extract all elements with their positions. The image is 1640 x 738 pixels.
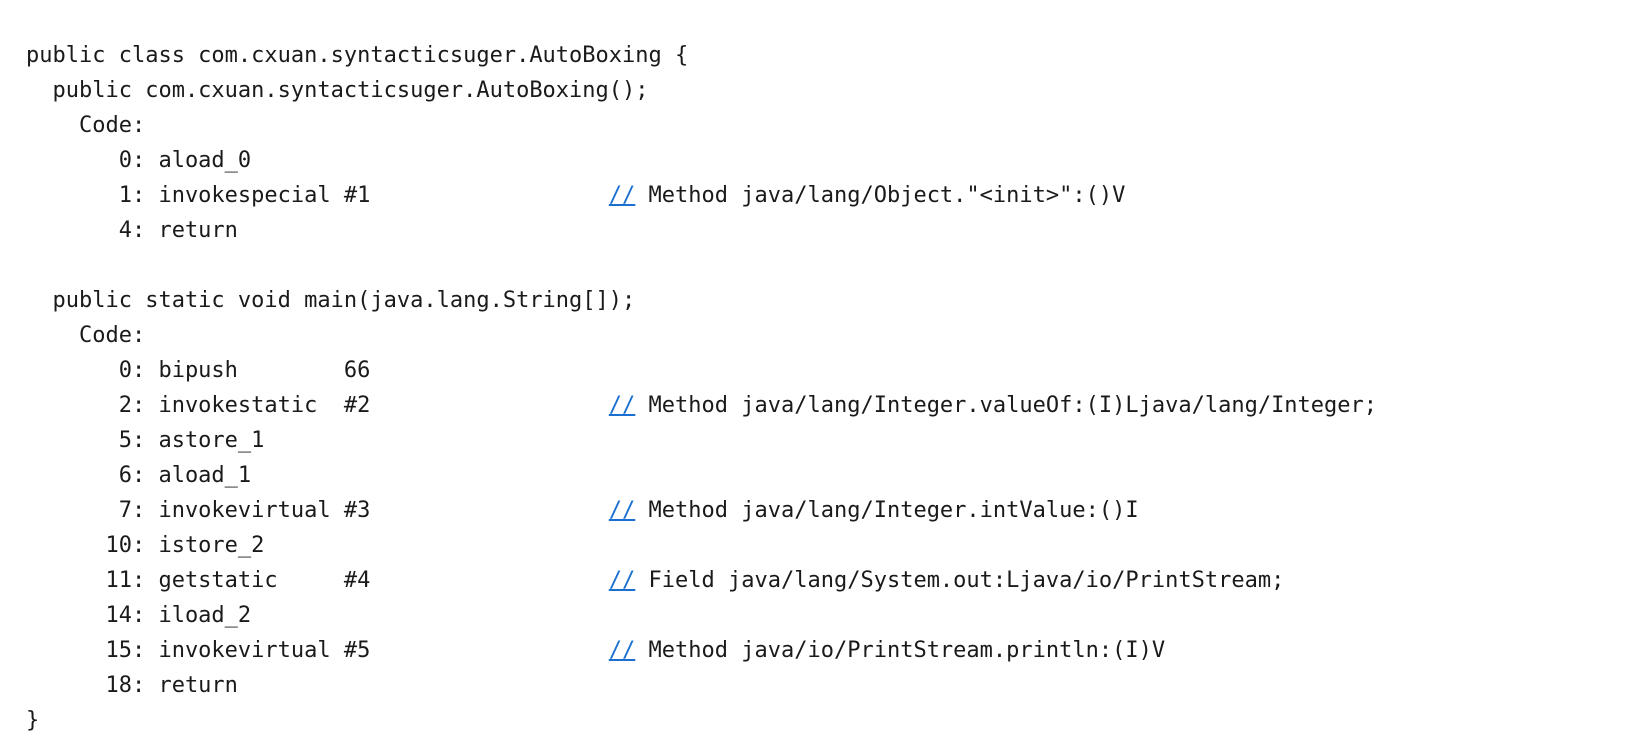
code-text: Code: xyxy=(26,113,146,138)
code-line: 0: bipush 66 xyxy=(26,353,1377,388)
code-line: 0: aload_0 xyxy=(26,143,1377,178)
comment-text: Method java/lang/Object."<init>":()V xyxy=(635,183,1126,208)
code-line: 1: invokespecial #1 // Method java/lang/… xyxy=(26,178,1377,213)
comment-text: Method java/io/PrintStream.println:(I)V xyxy=(635,638,1166,663)
code-text: public com.cxuan.syntacticsuger.AutoBoxi… xyxy=(26,78,649,103)
code-line: Code: xyxy=(26,108,1377,143)
code-line: 4: return xyxy=(26,213,1377,248)
code-text: } xyxy=(26,708,40,733)
comment-marker: // xyxy=(608,498,636,523)
code-line: 10: istore_2 xyxy=(26,528,1377,563)
code-line: } xyxy=(26,703,1377,738)
comment-text: Method java/lang/Integer.valueOf:(I)Ljav… xyxy=(635,393,1378,418)
code-line: 18: return xyxy=(26,668,1377,703)
code-line: Code: xyxy=(26,318,1377,353)
comment-marker: // xyxy=(608,393,636,418)
code-text: 0: bipush 66 xyxy=(26,358,371,383)
code-text: 6: aload_1 xyxy=(26,463,252,488)
code-text: Code: xyxy=(26,323,146,348)
code-line: public static void main(java.lang.String… xyxy=(26,283,1377,318)
code-text: 1: invokespecial #1 xyxy=(26,183,609,208)
comment-marker: // xyxy=(608,638,636,663)
comment-marker: // xyxy=(608,183,636,208)
code-line xyxy=(26,248,1377,283)
code-text: 18: return xyxy=(26,673,238,698)
code-line: 15: invokevirtual #5 // Method java/io/P… xyxy=(26,633,1377,668)
code-line: 7: invokevirtual #3 // Method java/lang/… xyxy=(26,493,1377,528)
code-text: 4: return xyxy=(26,218,238,243)
code-text: 0: aload_0 xyxy=(26,148,252,173)
code-text: public class com.cxuan.syntacticsuger.Au… xyxy=(26,43,689,68)
code-line: 11: getstatic #4 // Field java/lang/Syst… xyxy=(26,563,1377,598)
code-line: public class com.cxuan.syntacticsuger.Au… xyxy=(26,38,1377,73)
code-line: 14: iload_2 xyxy=(26,598,1377,633)
comment-text: Field java/lang/System.out:Ljava/io/Prin… xyxy=(635,568,1285,593)
code-line: 5: astore_1 xyxy=(26,423,1377,458)
comment-text: Method java/lang/Integer.intValue:()I xyxy=(635,498,1139,523)
code-line: 6: aload_1 xyxy=(26,458,1377,493)
code-text: 14: iload_2 xyxy=(26,603,252,628)
comment-marker: // xyxy=(608,568,636,593)
code-text: 10: istore_2 xyxy=(26,533,265,558)
bytecode-listing: public class com.cxuan.syntacticsuger.Au… xyxy=(26,38,1377,738)
code-text: 15: invokevirtual #5 xyxy=(26,638,609,663)
code-text: 2: invokestatic #2 xyxy=(26,393,609,418)
code-text: 5: astore_1 xyxy=(26,428,265,453)
code-text: 7: invokevirtual #3 xyxy=(26,498,609,523)
code-line: public com.cxuan.syntacticsuger.AutoBoxi… xyxy=(26,73,1377,108)
code-text: 11: getstatic #4 xyxy=(26,568,609,593)
code-text: public static void main(java.lang.String… xyxy=(26,288,636,313)
code-line: 2: invokestatic #2 // Method java/lang/I… xyxy=(26,388,1377,423)
